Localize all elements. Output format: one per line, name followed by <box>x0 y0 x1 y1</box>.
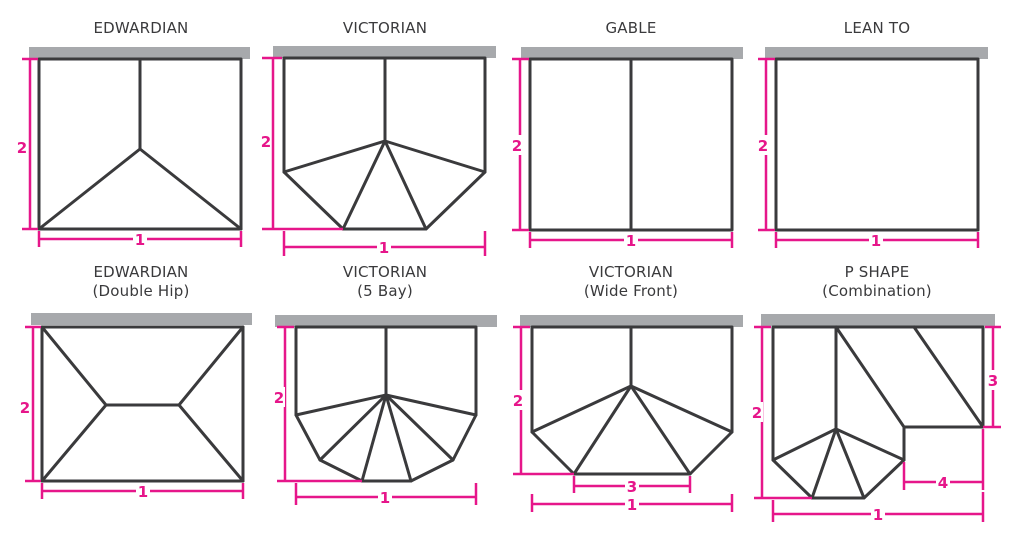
dimension-label: 3 <box>988 372 998 390</box>
panel-gable: 2 1 <box>510 47 743 250</box>
house-wall <box>29 47 250 59</box>
dimension-label: 1 <box>138 483 148 501</box>
dimension-label: 1 <box>873 506 883 524</box>
conservatory-outline <box>774 57 980 232</box>
panel-edwardian: 2 1 <box>16 47 250 249</box>
panel-victorian-wide-front: 2 3 1 <box>512 315 743 514</box>
conservatory-outline <box>528 57 734 232</box>
dimension-label: 2 <box>20 399 30 417</box>
house-wall <box>275 315 497 327</box>
dimension-lines <box>754 325 1001 522</box>
house-wall <box>761 314 995 326</box>
dimension-label: 2 <box>513 392 523 410</box>
conservatory-outline <box>40 325 245 483</box>
dimension-label: 4 <box>938 474 948 492</box>
house-wall <box>521 47 743 59</box>
dimension-label: 1 <box>379 239 389 257</box>
panel-victorian: 2 1 <box>259 46 496 257</box>
house-wall <box>273 46 496 58</box>
title-p-shape: P SHAPE(Combination) <box>822 263 932 300</box>
dimension-lines <box>513 325 734 512</box>
dimension-lines <box>25 325 245 499</box>
title-victorian: VICTORIAN <box>342 19 428 37</box>
dimension-label: 1 <box>380 489 390 507</box>
conservatory-outline <box>294 325 478 483</box>
dimension-label: 1 <box>627 496 637 514</box>
dimension-label: 2 <box>17 139 27 157</box>
dimension-label: 2 <box>752 404 762 422</box>
panel-victorian-5-bay: 2 1 <box>273 315 497 507</box>
conservatory-outline <box>37 57 243 231</box>
dimension-label: 2 <box>512 137 522 155</box>
title-edwardian-double-hip: EDWARDIAN(Double Hip) <box>92 263 190 300</box>
panel-lean-to: 2 1 <box>756 47 988 250</box>
dimension-lines <box>22 57 243 247</box>
dimension-label: 1 <box>135 231 145 249</box>
subtitle-combination: (Combination) <box>822 282 932 300</box>
title-edwardian: EDWARDIAN <box>93 19 189 37</box>
house-wall <box>31 313 252 325</box>
dimension-label: 2 <box>261 133 271 151</box>
title-victorian-5-bay: VICTORIAN(5 Bay) <box>342 263 428 300</box>
conservatory-outline <box>771 325 985 500</box>
conservatory-outline <box>282 56 487 231</box>
subtitle-double-hip: (Double Hip) <box>92 282 190 300</box>
dimension-lines <box>262 56 487 256</box>
panel-edwardian-double-hip: 2 1 <box>19 313 252 501</box>
title-victorian-wide-front: VICTORIAN(Wide Front) <box>583 263 679 300</box>
dimension-lines <box>512 57 734 248</box>
house-wall <box>520 315 743 327</box>
dimension-lines <box>277 325 478 505</box>
subtitle-wide-front: (Wide Front) <box>583 282 679 300</box>
dimension-label: 2 <box>274 389 284 407</box>
dimension-label: 2 <box>758 137 768 155</box>
dimension-label: 3 <box>627 478 637 496</box>
dimension-lines <box>758 57 980 248</box>
dimension-label: 1 <box>626 232 636 250</box>
panel-p-shape: 2 3 4 1 <box>751 314 1001 524</box>
subtitle-5-bay: (5 Bay) <box>357 282 413 300</box>
house-wall <box>765 47 988 59</box>
title-lean-to: LEAN TO <box>843 19 911 37</box>
title-gable: GABLE <box>605 19 657 37</box>
dimension-label: 1 <box>871 232 881 250</box>
conservatory-outline <box>530 325 734 476</box>
